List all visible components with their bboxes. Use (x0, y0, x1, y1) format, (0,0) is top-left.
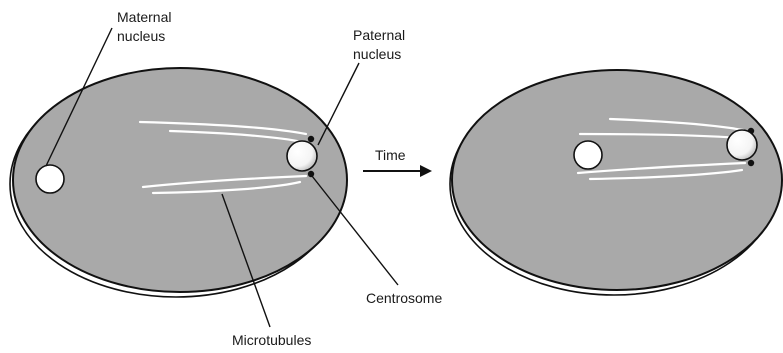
maternal-nucleus-label-line1: Maternal (117, 9, 171, 25)
time-arrow (363, 165, 432, 177)
time-label: Time (375, 147, 406, 163)
leader-paternal (318, 63, 359, 145)
microtubules-label: Microtubules (232, 332, 311, 348)
maternal-nucleus (36, 165, 64, 193)
maternal-nucleus-label-line2: nucleus (117, 28, 165, 44)
paternal-nucleus (287, 141, 317, 171)
centrosome-label: Centrosome (366, 290, 442, 306)
left-centrosome-bottom (308, 171, 314, 177)
paternal-nucleus-label-line2: nucleus (353, 46, 401, 62)
paternal-nucleus-right (727, 130, 757, 160)
paternal-nucleus-label-line1: Paternal (353, 27, 405, 43)
maternal-nucleus-right (574, 141, 602, 169)
right-centrosome-bottom (748, 160, 754, 166)
right-embryo (450, 70, 782, 295)
left-embryo (10, 68, 347, 297)
left-centrosome-top (308, 136, 314, 142)
right-embryo-cytoplasm (452, 70, 782, 290)
